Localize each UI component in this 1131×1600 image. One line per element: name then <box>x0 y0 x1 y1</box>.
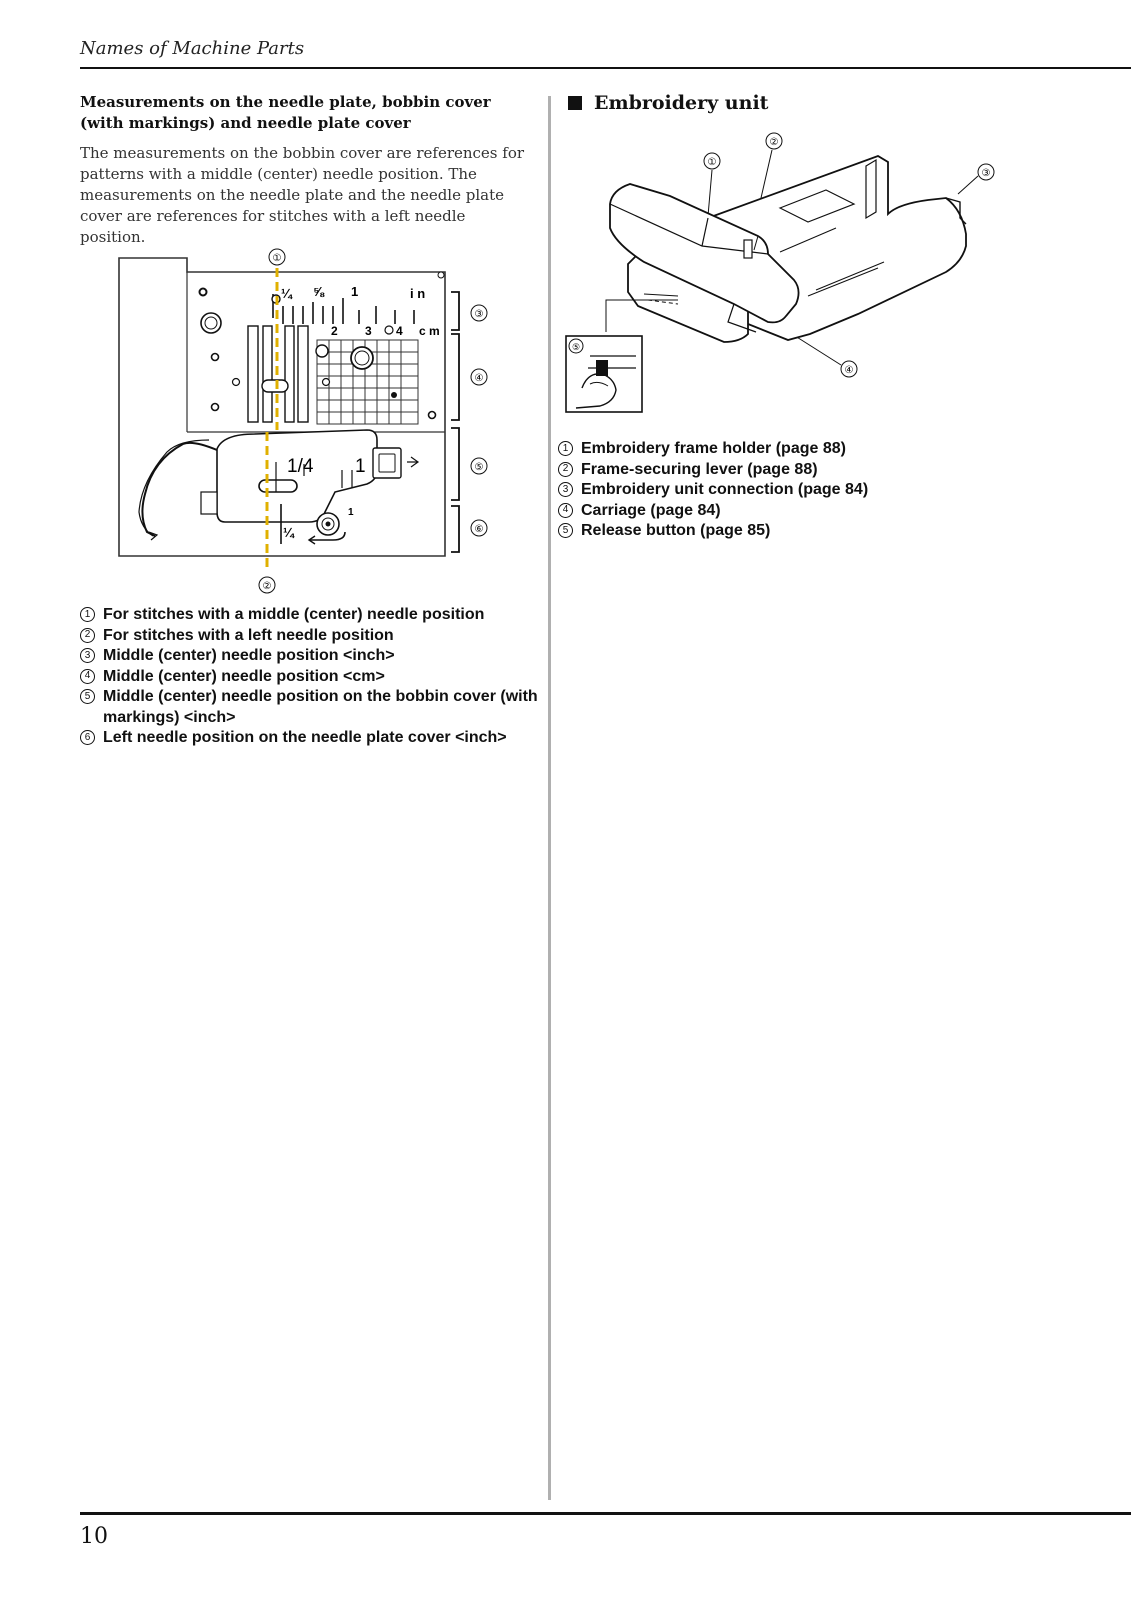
plate-mark-cm-unit: c m <box>419 324 440 338</box>
legend-number: 6 <box>80 730 95 745</box>
legend-number: 2 <box>558 461 573 477</box>
plate-mark-one-inch: 1 <box>351 284 358 299</box>
legend-text: For stitches with a left needle position <box>103 626 394 644</box>
bobbin-mark-one: 1 <box>355 456 366 477</box>
unit-callout-1-label: ① <box>708 157 717 168</box>
legend-text: Left needle position on the needle plate… <box>103 729 507 746</box>
legend-text: Middle (center) needle position <inch> <box>103 647 395 664</box>
plate-mark-inch-unit: i n <box>410 286 425 301</box>
callout-2: ② <box>765 132 783 150</box>
legend-item: 2 For stitches with a left needle positio… <box>80 626 540 647</box>
legend-item: 1 For stitches with a middle (center) nee… <box>80 605 540 626</box>
column-divider <box>548 96 551 1500</box>
page-number: 10 <box>80 1524 108 1549</box>
callout-4: ④ <box>840 360 858 378</box>
legend-number: 5 <box>558 523 573 538</box>
measurements-paragraph: The measurements on the bobbin cover are… <box>80 144 525 246</box>
legend-number: 4 <box>80 668 95 684</box>
callout-1: ① <box>703 152 721 170</box>
legend-item: 1 Embroidery frame holder (page 88) <box>558 439 1098 460</box>
callout-6: ⑥ <box>470 519 488 537</box>
legend-text: Embroidery frame holder (page 88) <box>581 440 846 457</box>
callout-1-label: ① <box>273 253 282 264</box>
embroidery-unit-drawing: ① ② ③ ④ <box>565 132 995 413</box>
legend-item: 5 Release button (page 85) <box>558 521 1098 542</box>
legend-number: 5 <box>80 689 95 704</box>
callout-3: ③ <box>470 304 488 322</box>
needle-plate-figure: ① <box>105 244 505 601</box>
legend-item: 3 Embroidery unit connection (page 84) <box>558 480 1098 501</box>
legend-text: Middle (center) needle position on the b… <box>103 688 538 726</box>
square-bullet-icon <box>568 96 582 110</box>
cover-mark-quarter: ¼ <box>283 525 295 540</box>
legend-number: 3 <box>80 648 95 663</box>
plate-mark-four-cm: 4 <box>396 324 403 338</box>
embroidery-unit-heading: Embroidery unit <box>568 92 1108 114</box>
callout-4-label: ④ <box>475 373 484 384</box>
running-header: Names of Machine Parts <box>80 38 305 59</box>
bobbin-mark-quarter: 1/4 <box>287 456 314 477</box>
subheading-measurements: Measurements on the needle plate, bobbin… <box>80 93 491 132</box>
needle-plate-legend: 1 For stitches with a middle (center) nee… <box>80 605 540 749</box>
legend-text: For stitches with a middle (center) need… <box>103 606 485 623</box>
unit-callout-5-label: ⑤ <box>572 342 580 352</box>
legend-text: Middle (center) needle position <cm> <box>103 667 385 685</box>
callout-5-label: ⑤ <box>475 462 484 473</box>
callout-4: ④ <box>470 368 488 386</box>
legend-text: Embroidery unit connection (page 84) <box>581 481 869 498</box>
left-column: Measurements on the needle plate, bobbin… <box>80 92 535 248</box>
callout-2-label: ② <box>263 581 272 592</box>
legend-item: 5 Middle (center) needle position on the … <box>80 687 540 728</box>
callout-5: ⑤ <box>568 338 584 354</box>
legend-item: 6 Left needle position on the needle plat… <box>80 728 540 749</box>
legend-text: Carriage (page 84) <box>581 501 721 519</box>
callout-1: ① <box>268 248 286 266</box>
unit-callout-3-label: ③ <box>982 168 991 179</box>
legend-number: 4 <box>558 502 573 518</box>
carriage-arm <box>609 183 800 324</box>
legend-item: 4 Carriage (page 84) <box>558 501 1098 522</box>
header-rule <box>80 67 1131 69</box>
legend-item: 2 Frame-securing lever (page 88) <box>558 460 1098 481</box>
right-column: Embroidery unit <box>568 92 1108 114</box>
legend-text: Frame-securing lever (page 88) <box>581 460 818 478</box>
footer-rule <box>80 1512 1131 1515</box>
cover-mark-one: 1 <box>348 507 354 518</box>
callout-6-label: ⑥ <box>475 524 484 535</box>
plate-mark-two-cm: 2 <box>331 324 338 338</box>
plate-mark-quarter: ¼ <box>281 286 293 301</box>
range-brackets <box>451 291 460 553</box>
feed-dog-slots <box>247 325 309 423</box>
legend-number: 3 <box>558 482 573 497</box>
legend-number: 2 <box>80 627 95 643</box>
embroidery-unit-title: Embroidery unit <box>594 92 769 114</box>
inch-ruler <box>272 294 415 324</box>
legend-text: Release button (page 85) <box>581 522 771 539</box>
legend-item: 4 Middle (center) needle position <cm> <box>80 667 540 688</box>
callout-2: ② <box>258 576 276 594</box>
legend-number: 1 <box>558 441 573 456</box>
embroidery-unit-legend: 1 Embroidery frame holder (page 88) 2 Fram… <box>558 439 1098 542</box>
hand-icon <box>575 373 617 409</box>
callout-3-label: ③ <box>475 309 484 320</box>
plate-mark-five-eighths: ⅝ <box>313 284 325 299</box>
plate-grid <box>316 339 419 425</box>
callout-3: ③ <box>977 163 995 181</box>
embroidery-unit-figure: ① ② ③ ④ <box>558 128 1008 423</box>
unit-callout-2-label: ② <box>770 137 779 148</box>
legend-number: 1 <box>80 607 95 622</box>
unit-callout-4-label: ④ <box>845 365 854 376</box>
needle-plate-drawing: ① <box>118 248 488 594</box>
callout-5: ⑤ <box>470 457 488 475</box>
legend-item: 3 Middle (center) needle position <inch> <box>80 646 540 667</box>
plate-mark-three-cm: 3 <box>365 324 372 338</box>
bobbin-cover <box>216 429 378 523</box>
